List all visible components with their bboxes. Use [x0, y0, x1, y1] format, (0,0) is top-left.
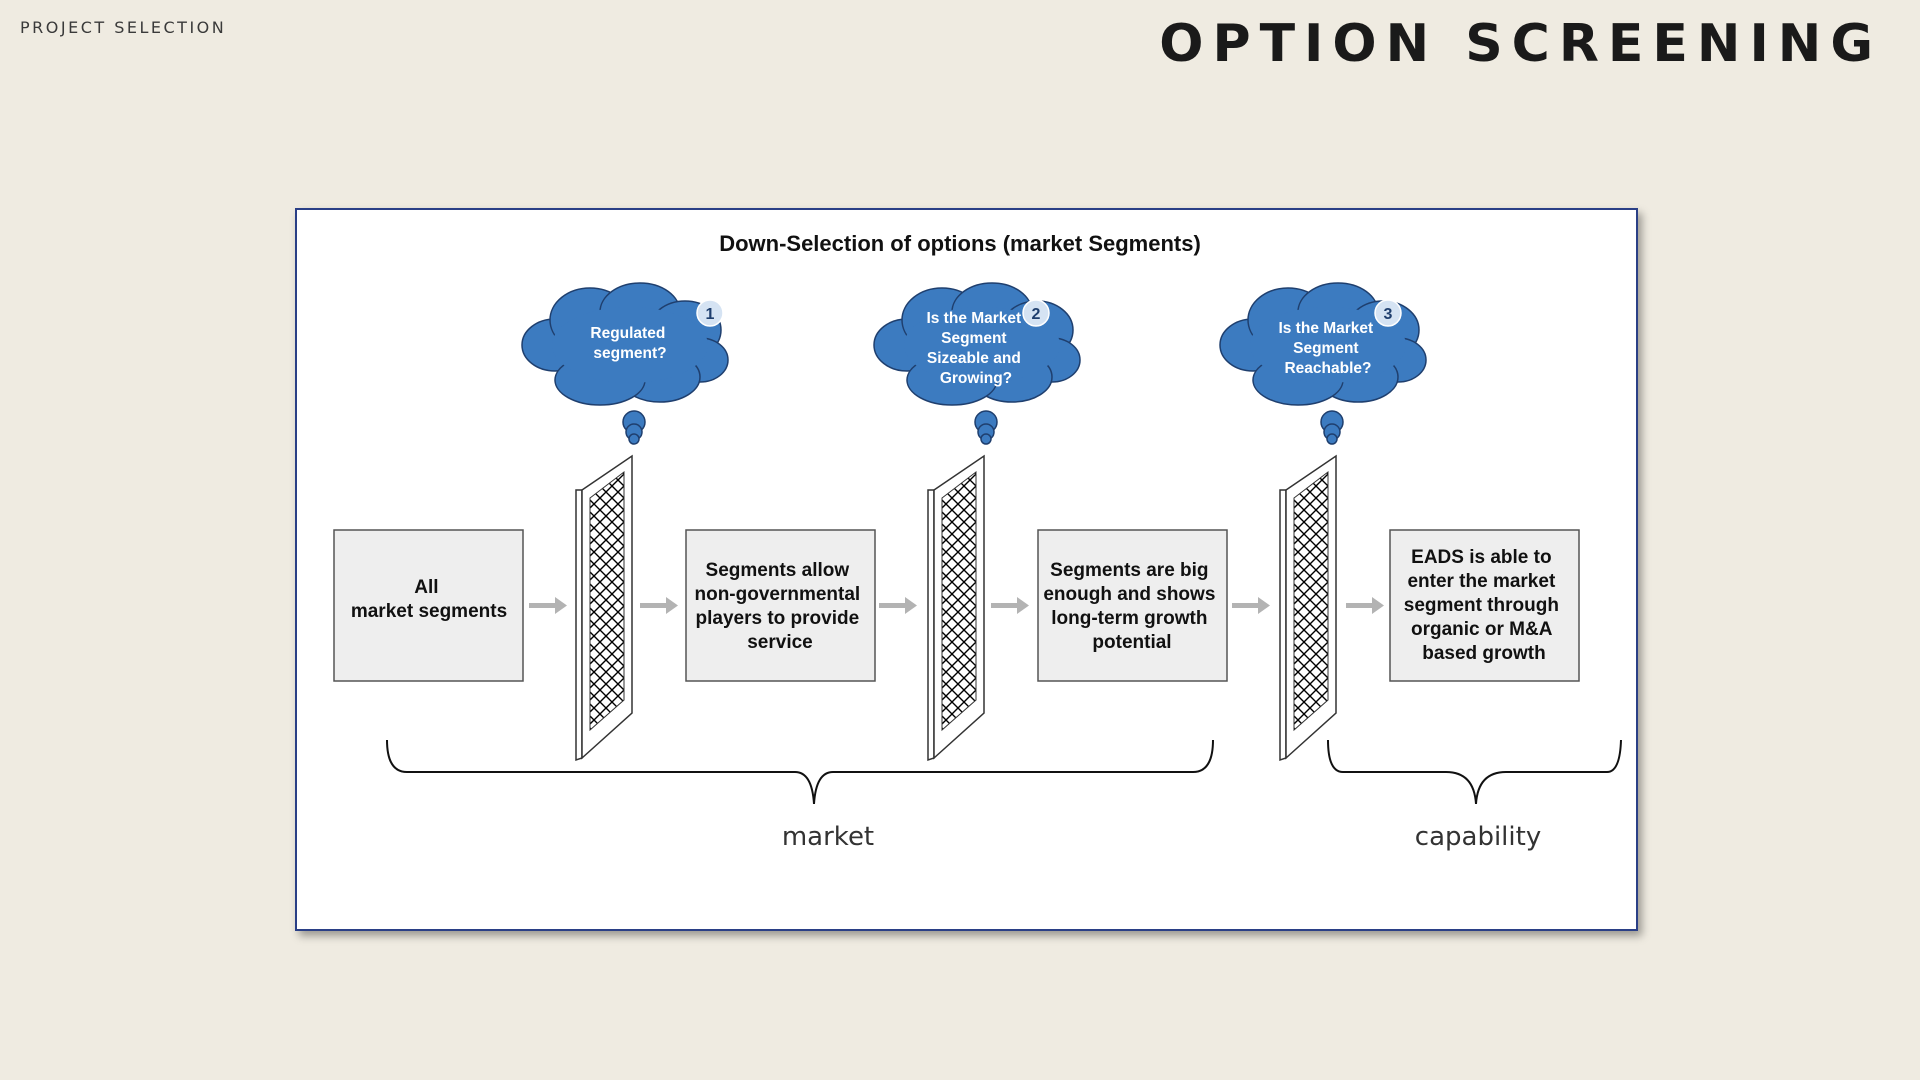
brace-label-capability: capability — [1415, 822, 1541, 852]
process-box: Segments allow non-governmental players … — [685, 529, 876, 682]
down-selection-diagram: Down-Selection of options (market Segmen… — [333, 231, 1622, 852]
box-line: long-term growth — [1051, 608, 1207, 629]
box-line: Segments allow — [706, 560, 850, 581]
svg-text:Segments are big enoug: Segments are big enough and shows long-t… — [1043, 560, 1220, 653]
filter-number: 3 — [1384, 306, 1393, 323]
filter-cloud: 3 Is the Market Segment Reachable? — [1219, 282, 1427, 445]
box-line: players to provide — [696, 608, 860, 629]
box-line: based growth — [1422, 643, 1546, 664]
flow-arrow — [640, 597, 678, 614]
cloud-line: Growing? — [940, 370, 1012, 387]
filter-number-badge — [1374, 299, 1402, 327]
flow-arrow — [529, 597, 567, 614]
process-box: Segments are big enough and shows long-t… — [1037, 529, 1228, 682]
filter-cloud: 1 Regulated segment? — [521, 282, 729, 445]
filter-screen — [575, 454, 633, 762]
flow-arrow — [1346, 597, 1384, 614]
box-line: non-governmental — [694, 584, 860, 605]
cloud-line: segment? — [593, 345, 666, 362]
filter-number-badge — [1022, 299, 1050, 327]
filter-number-badge — [696, 299, 724, 327]
svg-text:All market segments: All market segments — [351, 577, 507, 622]
capability-brace — [1327, 739, 1622, 805]
diagram-title: Down-Selection of options (market Segmen… — [719, 231, 1201, 256]
box-line: organic or M&A — [1411, 619, 1553, 640]
svg-text:EADS is able to enter: EADS is able to enter the market segment… — [1404, 547, 1564, 664]
filter-number: 2 — [1032, 306, 1041, 323]
cloud-line: Reachable? — [1284, 360, 1371, 377]
cloud-line: Segment — [941, 330, 1006, 347]
box-line: All — [414, 577, 438, 598]
box-line: potential — [1092, 632, 1171, 653]
filter-screen — [927, 454, 985, 762]
box-line: segment through — [1404, 595, 1559, 616]
flow-arrow — [879, 597, 917, 614]
process-box: EADS is able to enter the market segment… — [1389, 529, 1580, 682]
filter-number: 1 — [706, 306, 715, 323]
box-line: service — [747, 632, 813, 653]
box-line: EADS is able to — [1411, 547, 1551, 568]
cloud-line: Segment — [1293, 340, 1358, 357]
box-line: enough and shows — [1043, 584, 1215, 605]
cloud-line: Sizeable and — [927, 350, 1021, 367]
diagram-frame: Down-Selection of options (market Segmen… — [295, 208, 1638, 931]
svg-text:Is the Market Segment: Is the Market Segment Reachable? — [1278, 320, 1377, 377]
section-kicker: PROJECT SELECTION — [20, 18, 227, 37]
flow-arrow — [991, 597, 1029, 614]
filter-cloud: 2 Is the Market Segment Sizeable and Gro… — [873, 282, 1081, 445]
page-title: OPTION SCREENING — [1159, 14, 1882, 74]
svg-text:Segments allow non-gov: Segments allow non-governmental players … — [694, 560, 865, 653]
flow-arrow — [1232, 597, 1270, 614]
cloud-line: Is the Market — [926, 310, 1021, 327]
svg-text:Is the Market Segment: Is the Market Segment Sizeable and Growi… — [926, 310, 1025, 387]
box-line: Segments are big — [1050, 560, 1208, 581]
cloud-line: Regulated — [590, 325, 665, 342]
process-box: All market segments — [333, 529, 524, 682]
market-brace — [386, 739, 1214, 805]
svg-text:Regulated segment?: Regulated segment? — [590, 325, 669, 362]
box-line: market segments — [351, 601, 507, 622]
filter-screen — [1279, 454, 1337, 762]
cloud-line: Is the Market — [1278, 320, 1373, 337]
brace-label-market: market — [782, 822, 874, 852]
box-line: enter the market — [1407, 571, 1556, 592]
